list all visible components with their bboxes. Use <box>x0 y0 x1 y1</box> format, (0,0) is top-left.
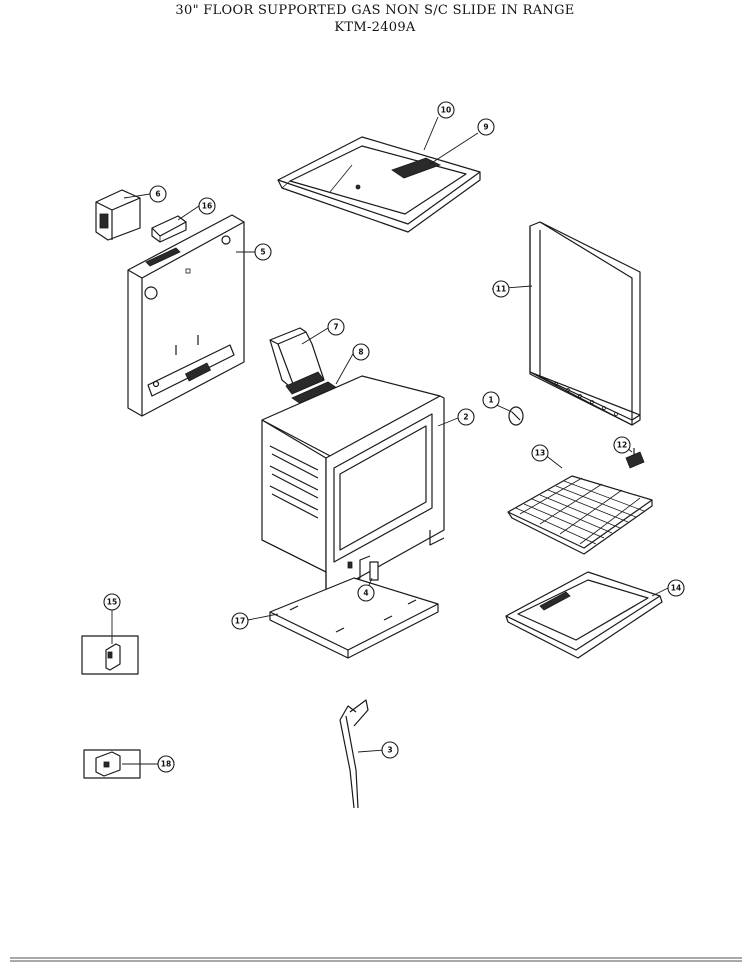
callout-6: 6 <box>149 185 167 203</box>
callout-2: 2 <box>457 408 475 426</box>
part-floor-base <box>269 577 439 659</box>
callout-8: 8 <box>352 343 370 361</box>
callout-1: 1 <box>482 391 500 409</box>
svg-text:1: 1 <box>488 396 493 405</box>
svg-text:7: 7 <box>333 323 338 332</box>
part-small-bracket <box>151 215 187 243</box>
svg-text:11: 11 <box>496 285 506 294</box>
callout-5: 5 <box>254 243 272 261</box>
callout-10: 10 <box>437 101 455 119</box>
diagram-title: 30" FLOOR SUPPORTED GAS NON S/C SLIDE IN… <box>175 3 575 18</box>
svg-text:4: 4 <box>363 589 368 598</box>
svg-text:10: 10 <box>441 106 451 115</box>
callout-3: 3 <box>381 741 399 759</box>
svg-text:16: 16 <box>202 202 212 211</box>
part-top-panel <box>277 136 481 233</box>
svg-text:5: 5 <box>260 248 265 257</box>
svg-text:18: 18 <box>161 760 171 769</box>
model-number: KTM-2409A <box>334 20 416 35</box>
svg-text:14: 14 <box>671 584 681 593</box>
part-bracket-card <box>81 635 139 675</box>
part-flue-duct <box>269 327 325 395</box>
svg-text:8: 8 <box>358 348 363 357</box>
part-leveling-leg <box>625 448 645 469</box>
part-knob <box>508 406 524 426</box>
leader-lines <box>111 116 669 765</box>
callout-13: 13 <box>531 444 549 462</box>
callout-4: 4 <box>357 584 375 602</box>
part-broiler-pan <box>505 571 663 659</box>
part-oven-rack <box>507 475 653 555</box>
svg-text:9: 9 <box>483 123 488 132</box>
callout-17: 17 <box>231 612 249 630</box>
part-side-panel <box>529 221 641 426</box>
callout-14: 14 <box>667 579 685 597</box>
callout-16: 16 <box>198 197 216 215</box>
svg-text:17: 17 <box>235 617 245 626</box>
svg-text:13: 13 <box>535 449 545 458</box>
callout-7: 7 <box>327 318 345 336</box>
svg-text:2: 2 <box>463 413 468 422</box>
part-control-box <box>95 189 141 241</box>
callout-11: 11 <box>492 280 510 298</box>
callout-18: 18 <box>157 755 175 773</box>
part-oven-body <box>261 375 445 605</box>
callout-12: 12 <box>613 436 631 454</box>
svg-text:6: 6 <box>155 190 160 199</box>
svg-text:12: 12 <box>617 441 627 450</box>
diagram-header: 30" FLOOR SUPPORTED GAS NON S/C SLIDE IN… <box>0 2 750 36</box>
svg-text:15: 15 <box>107 598 117 607</box>
svg-text:3: 3 <box>387 746 392 755</box>
callout-9: 9 <box>477 118 495 136</box>
part-back-panel <box>127 214 245 417</box>
part-spring <box>339 699 369 809</box>
part-clip <box>369 561 379 581</box>
callout-15: 15 <box>103 593 121 611</box>
